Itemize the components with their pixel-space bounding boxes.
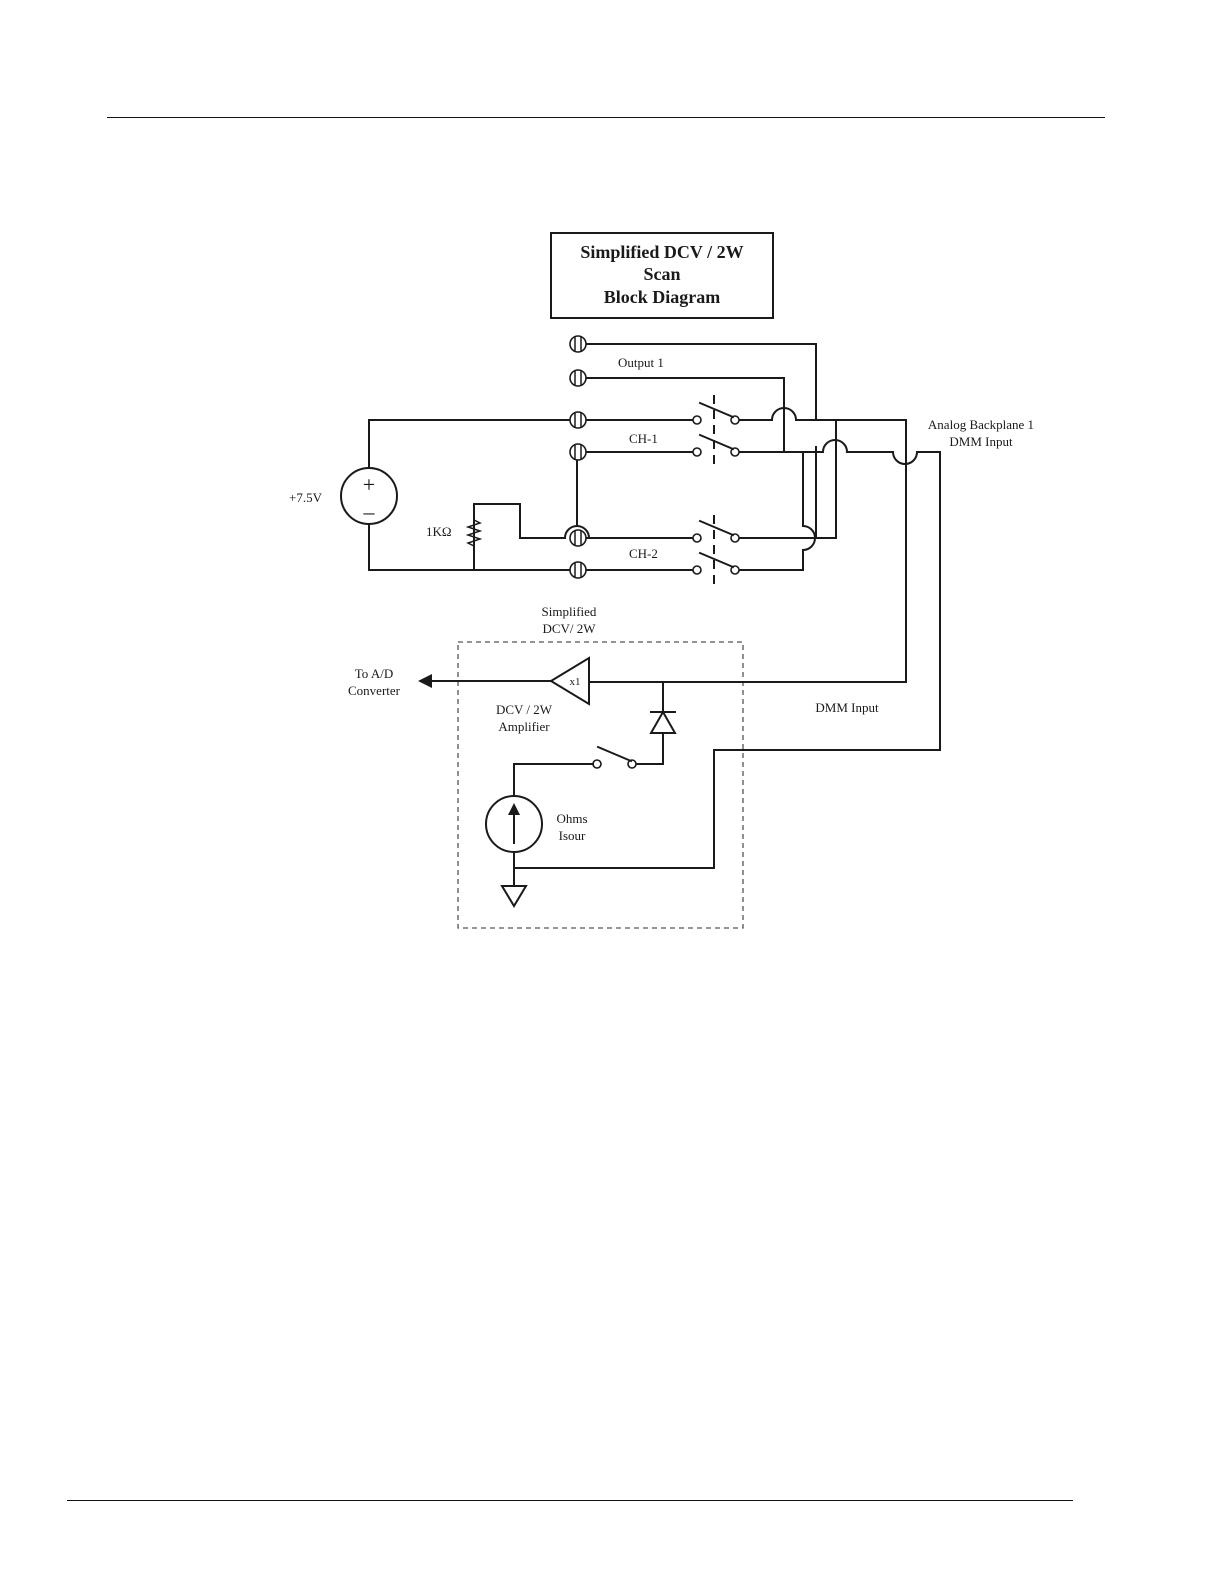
label-dmm-input: DMM Input [815,700,879,715]
terminal-ch1-hi [570,412,586,428]
relay-switches [693,395,739,588]
title-line1: Simplified DCV / 2W [580,242,743,262]
label-adc-line1: To A/D [355,666,393,681]
label-output: Output 1 [618,355,664,370]
title-box: Simplified DCV / 2W Scan Block Diagram [551,233,773,318]
label-backplane-line2: DMM Input [949,434,1013,449]
terminal-output-lo [570,370,586,386]
title-line2: Scan [643,264,680,284]
terminal-ch2-hi [570,530,586,546]
label-ch2: CH-2 [629,546,658,561]
ch1-row2 [578,440,940,750]
current-source [486,796,542,852]
source-circuit: + – [341,420,589,570]
label-ch1: CH-1 [629,431,658,446]
terminal-output-hi [570,336,586,352]
label-block-line1: Simplified [542,604,597,619]
dmm-block-circuit [418,658,940,906]
diode [651,712,675,733]
label-amp-gain: x1 [570,676,581,688]
label-source: +7.5V [289,490,323,505]
voltage-source: + – [341,468,397,524]
label-backplane-line1: Analog Backplane 1 [928,417,1034,432]
ground-symbol [502,886,526,906]
terminal-ch1-lo [570,444,586,460]
terminal-ch2-lo [570,562,586,578]
terminals [570,336,586,578]
svg-text:–: – [363,499,376,524]
label-amp-line1: DCV / 2W [496,702,553,717]
label-block-line2: DCV/ 2W [542,621,596,636]
ch1-relay [693,395,739,470]
svg-text:+: + [363,472,375,497]
title-line3: Block Diagram [604,287,721,307]
label-resistor: 1KΩ [426,524,452,539]
ch1-row1 [578,408,906,420]
ch2-relay [693,515,739,588]
label-ohms-line1: Ohms [556,811,587,826]
arrow-to-adc [418,674,432,688]
label-amp-line2: Amplifier [498,719,550,734]
label-ohms-line2: Isour [559,828,586,843]
ch2-rows [578,526,815,570]
output-wires [578,344,816,538]
label-adc-line2: Converter [348,683,401,698]
